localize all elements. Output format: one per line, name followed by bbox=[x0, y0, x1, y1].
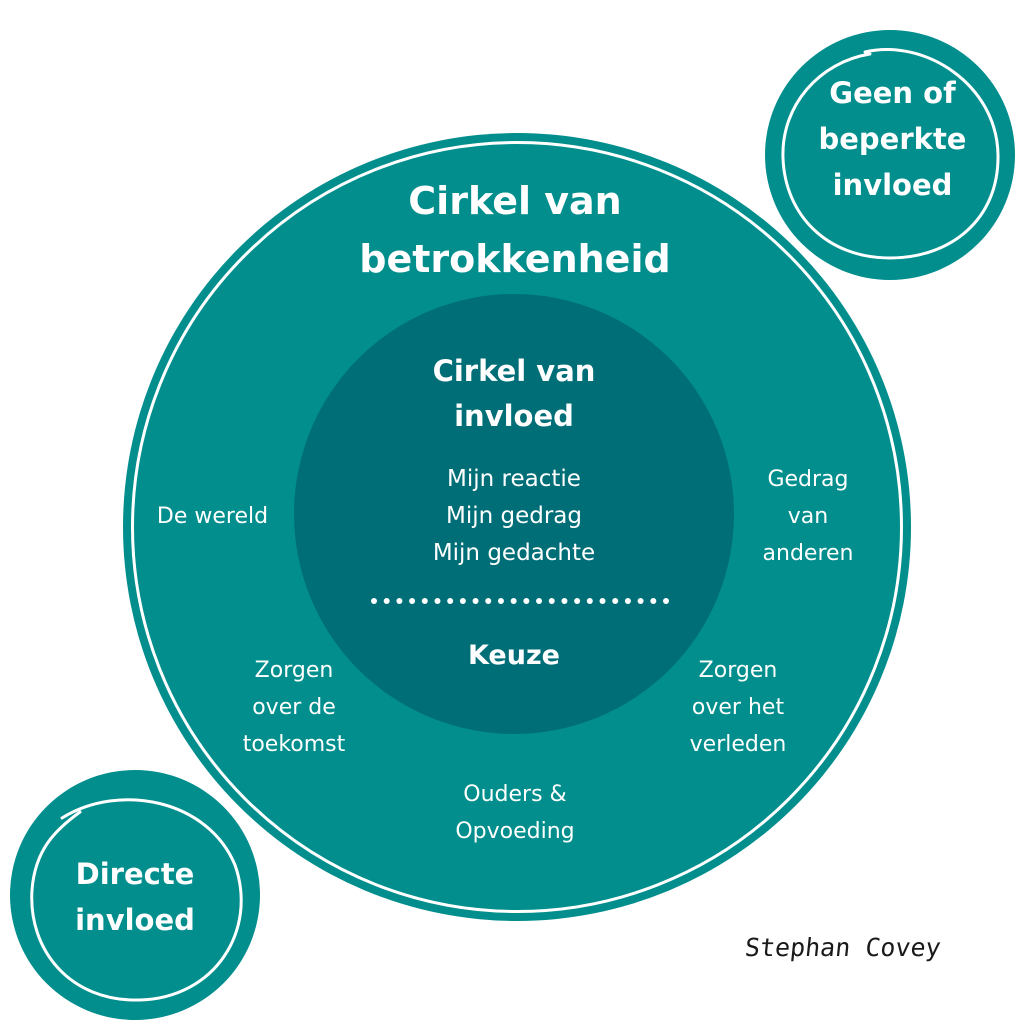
dotted-divider bbox=[371, 598, 669, 604]
badge-direct-swirl bbox=[30, 798, 243, 1002]
badge-direct-influence bbox=[10, 770, 260, 1020]
circle-of-influence bbox=[294, 294, 734, 734]
circle-of-influence-items: Mijn reactie Mijn gedrag Mijn gedachte bbox=[432, 466, 596, 566]
divider-dot bbox=[536, 598, 543, 604]
badge-direct-text: Directe invloed bbox=[75, 857, 195, 937]
divider-dot bbox=[586, 598, 593, 604]
divider-dot bbox=[409, 598, 416, 604]
divider-dot bbox=[510, 598, 517, 604]
divider-dot bbox=[561, 598, 568, 604]
badge-limited-influence bbox=[765, 30, 1015, 280]
badge-limited-swirl bbox=[781, 48, 1000, 260]
divider-dot bbox=[434, 598, 441, 604]
divider-dot bbox=[548, 598, 555, 604]
circle-of-concern-title: Cirkel van betrokkenheid bbox=[359, 179, 671, 281]
divider-dot bbox=[624, 598, 631, 604]
label-world: De wereld bbox=[156, 504, 269, 529]
divider-dot bbox=[663, 598, 669, 604]
divider-dot bbox=[371, 598, 377, 604]
badge-limited-text: Geen of beperkte invloed bbox=[818, 76, 967, 202]
divider-dot bbox=[650, 598, 657, 604]
divider-dot bbox=[396, 598, 403, 604]
divider-dot bbox=[485, 598, 492, 604]
divider-dot bbox=[421, 598, 428, 604]
circle-of-influence-title: Cirkel van invloed bbox=[432, 354, 596, 433]
divider-dot bbox=[459, 598, 466, 604]
divider-dot bbox=[447, 598, 454, 604]
divider-dot bbox=[612, 598, 619, 604]
label-worries-future: Zorgen over de toekomst bbox=[242, 658, 346, 757]
divider-dot bbox=[599, 598, 606, 604]
divider-dot bbox=[383, 598, 390, 604]
divider-dot bbox=[472, 598, 479, 604]
divider-dot bbox=[497, 598, 504, 604]
label-worries-past: Zorgen over het verleden bbox=[689, 658, 787, 757]
divider-dot bbox=[637, 598, 644, 604]
divider-dot bbox=[523, 598, 530, 604]
divider-dot bbox=[574, 598, 581, 604]
label-parents-upbringing: Ouders & Opvoeding bbox=[455, 782, 575, 844]
choice-label: Keuze bbox=[467, 640, 560, 671]
author-signature: Stephan Covey bbox=[743, 933, 943, 962]
label-behaviour-of-others: Gedrag van anderen bbox=[762, 467, 854, 566]
circle-of-concern-ring bbox=[131, 141, 903, 913]
